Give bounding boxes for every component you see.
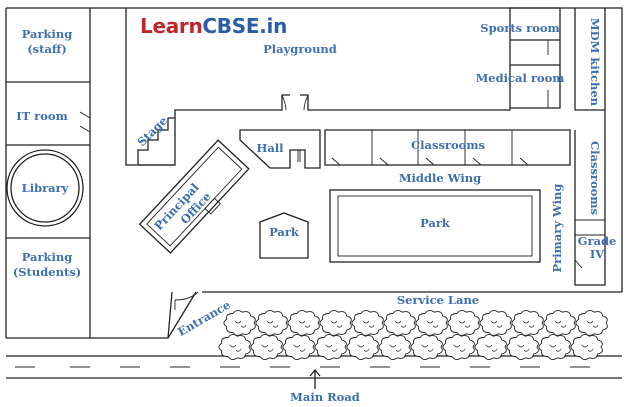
middle-wing-classrooms — [324, 129, 571, 166]
label-hall: Hall — [256, 141, 284, 155]
logo-part1: Learn — [140, 14, 203, 38]
tree-icon — [378, 334, 411, 360]
tree-icon — [346, 334, 379, 360]
tree-icon-detail — [517, 344, 530, 352]
label-entrance: Entrance — [175, 298, 233, 339]
stage-steps — [137, 117, 175, 166]
tree-icon-detail — [357, 344, 370, 352]
tree-icon — [415, 310, 448, 336]
label-park-small: Park — [269, 225, 300, 239]
label-primary-wing: Primary Wing — [550, 184, 564, 273]
tree-icon — [442, 334, 475, 360]
tree-icon-detail — [293, 344, 306, 352]
tree-icon-detail — [490, 320, 503, 328]
tree-icon — [570, 334, 603, 360]
tree-icon-detail — [581, 344, 594, 352]
label-library: Library — [22, 181, 69, 195]
label-classrooms-middle: Classrooms — [411, 138, 485, 152]
playground-block — [125, 8, 511, 166]
hall-building — [239, 129, 321, 169]
label-parking-students-line1: Parking — [22, 250, 73, 264]
tree-icon — [287, 310, 320, 336]
label-middle-wing: Middle Wing — [399, 171, 481, 185]
label-it-room: IT room — [16, 109, 68, 123]
compound-walls — [5, 7, 623, 339]
tree-icon — [447, 310, 480, 336]
big-park-inner — [337, 195, 533, 257]
label-parking-students-line2: (Students) — [13, 265, 81, 279]
tree-icon-detail — [298, 320, 311, 328]
label-classrooms-right: Classrooms — [588, 141, 602, 215]
tree-icon-detail — [421, 344, 434, 352]
main-road — [6, 355, 622, 379]
label-parking-staff-line1: Parking — [22, 27, 73, 41]
tree-icon — [479, 310, 512, 336]
tree-icon-detail — [394, 320, 407, 328]
tree-icon — [506, 334, 539, 360]
label-park-big: Park — [420, 216, 451, 230]
tree-row — [218, 310, 608, 360]
tree-icon — [282, 334, 315, 360]
tree-icon-detail — [586, 320, 599, 328]
tree-icon-detail — [522, 320, 535, 328]
tree-icon-detail — [325, 344, 338, 352]
principal-office-building — [138, 139, 250, 254]
tree-icon — [319, 310, 352, 336]
label-grade-iv-line2: IV — [590, 247, 605, 261]
label-mdm-kitchen: MDM kitchen — [588, 18, 602, 107]
tree-icon — [383, 310, 416, 336]
tree-icon-detail — [362, 320, 375, 328]
small-park — [259, 212, 309, 259]
label-medical-room: Medical room — [476, 71, 565, 85]
tree-icon-detail — [266, 320, 279, 328]
label-service-lane: Service Lane — [397, 293, 479, 307]
library-building-inner — [10, 153, 80, 223]
tree-icon — [410, 334, 443, 360]
library-building — [6, 149, 84, 227]
tree-icon-detail — [229, 344, 242, 352]
tree-icon-detail — [426, 320, 439, 328]
tree-icon — [351, 310, 384, 336]
tree-icon — [255, 310, 288, 336]
arrow-up-icon — [309, 368, 321, 389]
right-top-rooms — [510, 7, 606, 286]
tree-icon — [538, 334, 571, 360]
label-sports-room: Sports room — [480, 21, 559, 35]
tree-icon-detail — [330, 320, 343, 328]
tree-icon — [250, 334, 283, 360]
tree-icon — [223, 310, 256, 336]
label-parking-staff-line2: (staff) — [27, 42, 67, 56]
tree-icon-detail — [458, 320, 471, 328]
label-main-road: Main Road — [290, 390, 360, 404]
tree-icon-detail — [549, 344, 562, 352]
label-grade-iv-line1: Grade — [578, 234, 617, 248]
tree-icon-detail — [234, 320, 247, 328]
label-stage: Stage — [134, 113, 170, 149]
tree-icon — [511, 310, 544, 336]
tree-icon-detail — [453, 344, 466, 352]
tree-icon-detail — [485, 344, 498, 352]
tree-icon — [543, 310, 576, 336]
door-swing-icon — [174, 291, 199, 310]
tree-icon — [314, 334, 347, 360]
big-park — [329, 189, 541, 263]
it-room-door — [79, 111, 91, 133]
label-playground: Playground — [263, 42, 337, 56]
tree-icon-detail — [261, 344, 274, 352]
tree-icon — [474, 334, 507, 360]
learncbse-logo: LearnCBSE.in — [140, 14, 287, 38]
tree-icon-detail — [554, 320, 567, 328]
tree-icon — [218, 334, 251, 360]
tree-icon-detail — [389, 344, 402, 352]
tree-icon — [575, 310, 608, 336]
logo-part2: CBSE.in — [202, 14, 288, 38]
